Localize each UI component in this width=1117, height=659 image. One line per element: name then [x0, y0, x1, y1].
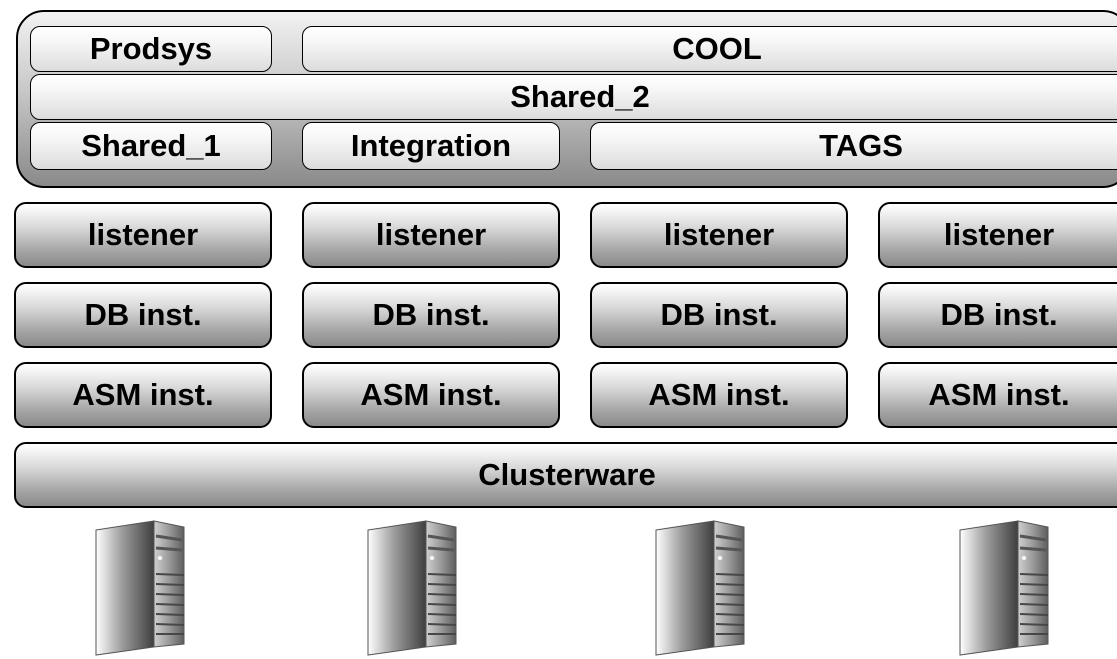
node-3-db-instance: DB inst.: [590, 282, 848, 348]
node-1-asm-instance: ASM inst.: [14, 362, 272, 428]
node-2-asm-instance: ASM inst.: [302, 362, 560, 428]
node-3-asm-instance: ASM inst.: [590, 362, 848, 428]
node-4-db-instance: DB inst.: [878, 282, 1117, 348]
node-1-listener: listener: [14, 202, 272, 268]
server-icon: [956, 518, 1056, 658]
server-icon: [364, 518, 464, 658]
schema-shared-2: Shared_2: [30, 74, 1117, 120]
clusterware-bar: Clusterware: [14, 442, 1117, 508]
server-icon: [652, 518, 752, 658]
node-2-db-instance: DB inst.: [302, 282, 560, 348]
schema-shared-1: Shared_1: [30, 122, 272, 170]
node-2-listener: listener: [302, 202, 560, 268]
schema-integration: Integration: [302, 122, 560, 170]
node-1-db-instance: DB inst.: [14, 282, 272, 348]
schema-tags: TAGS: [590, 122, 1117, 170]
node-4-asm-instance: ASM inst.: [878, 362, 1117, 428]
node-4-listener: listener: [878, 202, 1117, 268]
schema-prodsys: Prodsys: [30, 26, 272, 72]
server-icon: [92, 518, 192, 658]
schema-cool: COOL: [302, 26, 1117, 72]
node-3-listener: listener: [590, 202, 848, 268]
